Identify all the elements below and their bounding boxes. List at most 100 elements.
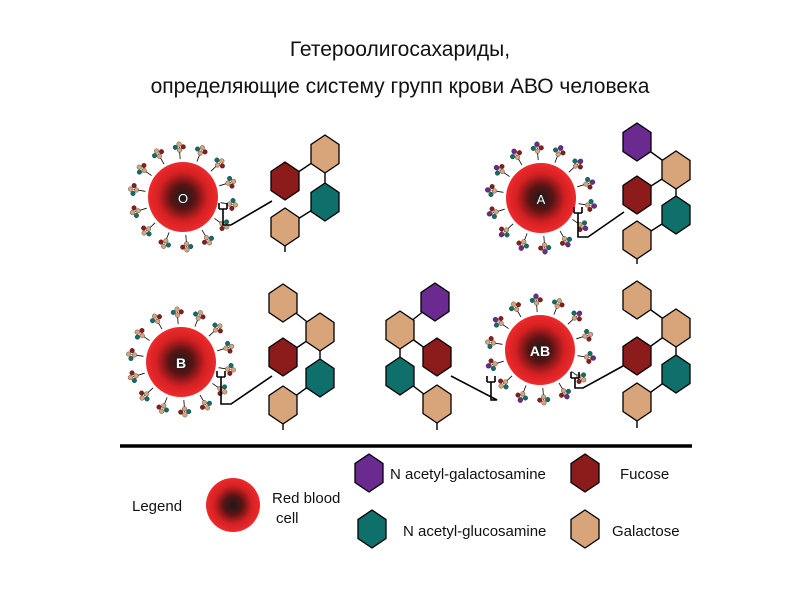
antenna-sugar-dot bbox=[195, 146, 201, 152]
antenna-sugar-dot bbox=[498, 316, 504, 321]
antenna-sugar-dot bbox=[157, 314, 162, 320]
legend: Legend Red blood cell N acetyl-galactosa… bbox=[132, 453, 680, 549]
antenna-sugar-dot bbox=[523, 243, 529, 249]
antenna-sugar-dot bbox=[202, 239, 207, 245]
hex-ab-left-galactose bbox=[385, 310, 415, 350]
antenna-galnac-dot bbox=[564, 394, 570, 400]
antenna-sugar-dot bbox=[537, 297, 543, 303]
antenna-galnac-dot bbox=[511, 148, 517, 154]
antenna-sugar-dot bbox=[516, 302, 521, 308]
antenna-sugar-dot bbox=[152, 153, 158, 159]
antenna-sugar-dot bbox=[515, 154, 520, 160]
antenna-sugar-dot bbox=[582, 333, 588, 339]
antenna-sugar-dot bbox=[215, 162, 220, 168]
antenna-sugar-dot bbox=[202, 149, 208, 155]
antenna-sugar-dot bbox=[158, 239, 164, 245]
antenna-sugar-dot bbox=[134, 329, 140, 335]
antenna-sugar-dot bbox=[489, 206, 495, 212]
antenna-sugar-dot bbox=[561, 388, 566, 394]
antenna-sugar-dot bbox=[537, 397, 543, 403]
antenna-sugar-dot bbox=[586, 336, 592, 342]
hex-o-fucose bbox=[270, 161, 300, 201]
antenna-sugar-dot bbox=[136, 164, 142, 170]
antenna-sugar-dot bbox=[577, 164, 583, 170]
antenna-sugar-dot bbox=[229, 343, 235, 349]
antenna-galnac-dot bbox=[518, 245, 524, 251]
red-blood-cell-a bbox=[506, 163, 576, 233]
hex-ab-left-galactose-2 bbox=[422, 384, 452, 424]
cell-label-b: B bbox=[176, 355, 186, 371]
antenna-sugar-dot bbox=[538, 145, 544, 151]
red-blood-cell-b bbox=[146, 327, 216, 397]
antenna-sugar-dot bbox=[182, 406, 187, 412]
hex-b-glcnac bbox=[305, 358, 335, 398]
antenna-sugar-dot bbox=[139, 333, 145, 338]
antenna-sugar-dot bbox=[139, 328, 145, 333]
hex-a-galactose bbox=[661, 150, 691, 190]
antenna-sugar-dot bbox=[546, 245, 552, 251]
antenna-sugar-dot bbox=[559, 392, 564, 398]
antenna-sugar-dot bbox=[230, 367, 236, 373]
antenna-sugar-dot bbox=[172, 144, 178, 150]
hex-o-galactose-2 bbox=[270, 207, 300, 247]
antenna-sugar-dot bbox=[545, 397, 551, 403]
antenna-sugar-dot bbox=[492, 361, 498, 367]
antenna-sugar-dot bbox=[219, 163, 225, 169]
antenna-galnac-dot bbox=[534, 141, 540, 147]
antenna-sugar-dot bbox=[585, 202, 590, 208]
antenna-sugar-dot bbox=[163, 238, 169, 244]
antenna-sugar-dot bbox=[188, 244, 194, 250]
hex-a-galactose-2 bbox=[622, 220, 652, 260]
antenna-sugar-dot bbox=[225, 341, 231, 346]
antenna-galnac-dot bbox=[485, 187, 491, 193]
antenna-sugar-dot bbox=[141, 163, 147, 168]
legend-fucose-icon bbox=[570, 453, 600, 493]
antenna-sugar-dot bbox=[503, 379, 508, 385]
antenna-sugar-dot bbox=[491, 340, 496, 346]
antenna-sugar-dot bbox=[180, 244, 186, 250]
antenna-sugar-dot bbox=[135, 208, 141, 214]
hex-a-fucose bbox=[622, 175, 652, 215]
legend-galnac-icon bbox=[354, 453, 384, 493]
antenna-sugar-dot bbox=[492, 188, 497, 194]
antenna-sugar-dot bbox=[485, 339, 491, 345]
red-blood-cell-o bbox=[148, 162, 218, 232]
connector-ab-left bbox=[450, 375, 498, 401]
antenna-sugar-dot bbox=[488, 336, 494, 342]
cell-label-a: A bbox=[537, 192, 546, 207]
antenna-sugar-dot bbox=[503, 384, 509, 390]
connector-o bbox=[218, 200, 273, 226]
antenna-sugar-dot bbox=[491, 214, 497, 219]
antenna-sugar-dot bbox=[180, 144, 186, 150]
antenna-sugar-dot bbox=[588, 331, 594, 337]
antenna-sugar-dot bbox=[213, 327, 218, 333]
antenna-sugar-dot bbox=[510, 154, 516, 160]
antenna-sugar-dot bbox=[165, 242, 171, 248]
antenna-sugar-dot bbox=[562, 236, 567, 242]
hex-ab-right-galactose-2 bbox=[622, 382, 652, 422]
antenna-sugar-dot bbox=[511, 301, 516, 307]
hex-ab-left-galnac bbox=[420, 282, 450, 322]
antenna-sugar-dot bbox=[566, 236, 572, 242]
antenna-sugar-dot bbox=[521, 239, 527, 245]
antenna-sugar-dot bbox=[178, 309, 184, 315]
antenna-sugar-dot bbox=[207, 240, 212, 246]
antenna-sugar-dot bbox=[175, 312, 180, 318]
antenna-sugar-dot bbox=[222, 384, 228, 390]
antenna-sugar-dot bbox=[576, 379, 582, 384]
connector-a bbox=[573, 207, 625, 238]
antenna-sugar-dot bbox=[159, 149, 164, 155]
hex-b-galactose-2 bbox=[268, 385, 298, 425]
hex-a-galnac bbox=[622, 122, 652, 162]
antenna-sugar-dot bbox=[219, 226, 225, 231]
antenna-sugar-dot bbox=[146, 231, 152, 237]
cell-label-o: O bbox=[178, 191, 188, 206]
antenna-sugar-dot bbox=[139, 395, 145, 401]
antenna-sugar-dot bbox=[488, 358, 494, 364]
hex-ab-left-fucose bbox=[422, 337, 452, 377]
antenna-sugar-dot bbox=[130, 191, 136, 196]
title-line-2: определяющие систему групп крови АВО чел… bbox=[150, 75, 650, 98]
antenna-sugar-dot bbox=[227, 201, 232, 207]
antenna-sugar-dot bbox=[522, 395, 528, 401]
